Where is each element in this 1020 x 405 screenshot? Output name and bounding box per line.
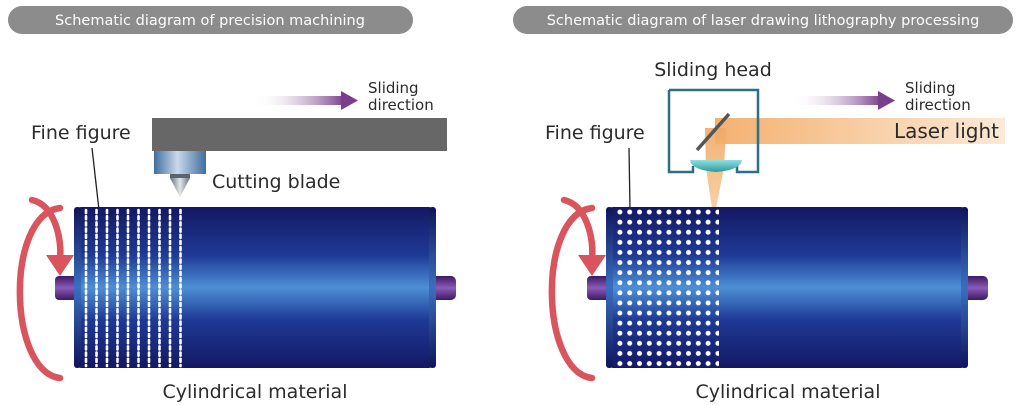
left-fine-figure-stripes xyxy=(84,208,182,368)
left-shaft-right xyxy=(430,276,456,300)
left-sliding-label-line2: direction xyxy=(368,96,434,114)
right-fine-figure-dots xyxy=(615,207,719,367)
lens-icon xyxy=(690,160,742,172)
left-shaft-left xyxy=(55,276,77,300)
right-cylindrical-material-label: Cylindrical material xyxy=(696,381,881,403)
right-cylinder xyxy=(606,207,968,368)
left-panel: Schematic diagram of precision machining… xyxy=(8,6,456,403)
left-cylinder xyxy=(74,207,436,368)
right-shaft-left xyxy=(587,276,611,300)
laser-beam-horizontal xyxy=(715,118,1005,144)
left-sliding-label-line1: Sliding xyxy=(368,79,419,97)
right-rotation-arrow-icon xyxy=(548,196,606,382)
right-sliding-label-line1: Sliding xyxy=(905,79,956,97)
tool-holder-bar xyxy=(152,118,447,151)
left-fine-figure-label: Fine figure xyxy=(31,122,131,144)
laser-light-label: Laser light xyxy=(894,119,999,143)
left-fine-figure-leader xyxy=(91,147,100,211)
right-fine-figure-leader xyxy=(628,147,631,211)
left-rotation-arrow-icon xyxy=(16,196,74,382)
right-sliding-label-line2: direction xyxy=(905,96,971,114)
right-panel: Schematic diagram of laser drawing litho… xyxy=(513,6,1013,403)
left-title-pill xyxy=(8,6,413,34)
right-title-text: Schematic diagram of laser drawing litho… xyxy=(547,13,980,29)
left-cylindrical-material-label: Cylindrical material xyxy=(163,381,348,403)
right-fine-figure-label: Fine figure xyxy=(545,122,645,144)
right-title-pill xyxy=(513,6,1013,34)
right-shaft-right xyxy=(962,276,988,300)
sliding-head-label: Sliding head xyxy=(654,59,772,81)
cutting-blade-icon xyxy=(154,151,206,197)
sliding-head-frame xyxy=(667,88,760,174)
right-sliding-arrow-icon xyxy=(790,91,895,110)
left-title-text: Schematic diagram of precision machining xyxy=(55,13,365,29)
cutting-blade-label: Cutting blade xyxy=(212,171,340,193)
mirror-icon xyxy=(695,112,731,152)
left-sliding-arrow-icon xyxy=(252,91,358,110)
